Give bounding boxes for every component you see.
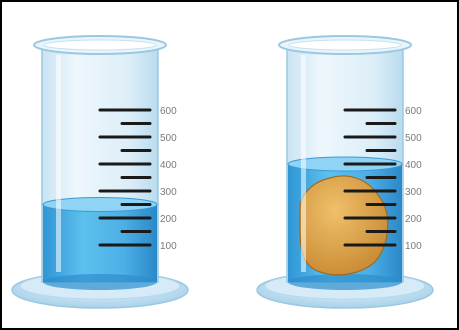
- glass-highlight: [56, 55, 61, 272]
- cylinder-opening: [289, 40, 401, 50]
- scale-label: 200: [405, 214, 422, 225]
- water-bottom: [288, 274, 402, 290]
- scale-label: 100: [405, 241, 422, 252]
- scale-label: 600: [160, 106, 177, 117]
- water-bottom: [43, 274, 157, 290]
- scale-label: 500: [405, 133, 422, 144]
- scale-label: 300: [160, 187, 177, 198]
- scale-label: 100: [160, 241, 177, 252]
- cylinder-opening: [44, 40, 156, 50]
- scale-label: 400: [405, 160, 422, 171]
- scale-label: 400: [160, 160, 177, 171]
- scale-label: 600: [405, 106, 422, 117]
- glass-highlight: [301, 55, 306, 272]
- scale-label: 200: [160, 214, 177, 225]
- scale-label: 500: [160, 133, 177, 144]
- scale-label: 300: [405, 187, 422, 198]
